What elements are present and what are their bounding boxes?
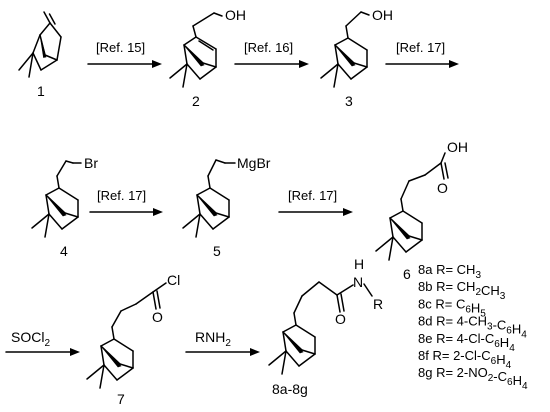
compound-7-carbonyl-oxygen: O <box>152 309 163 325</box>
compound-1-structure <box>18 11 62 78</box>
substituent-subscript: 6 <box>491 356 497 367</box>
reagent-step-7: RNH2 <box>195 329 231 349</box>
substituent-formula: H <box>500 335 509 350</box>
substituent-subscript: 4 <box>522 381 528 392</box>
substituent-subscript: 4 <box>506 360 512 371</box>
reagent-step-5: [Ref. 17] <box>288 188 337 203</box>
substituent-formula: H <box>513 373 522 388</box>
substituent-subscript: 4 <box>521 330 527 341</box>
substituent-prefix: R= <box>436 365 457 380</box>
substituent-row-8a: 8a R= CH3 <box>418 262 481 281</box>
compound-8-amide-hydrogen: H <box>354 256 364 272</box>
compound-6-carbonyl-oxygen: O <box>437 180 448 196</box>
arrow-step-7 <box>185 348 260 356</box>
compound-4-structure <box>31 160 82 238</box>
reagent-step-4: [Ref. 17] <box>97 188 146 203</box>
substituent-prefix: R= <box>435 296 456 311</box>
compound-4-bromine: Br <box>84 155 98 171</box>
compound-7-label: 7 <box>117 391 125 407</box>
substituent-prefix: R= <box>436 279 457 294</box>
arrow-step-2 <box>234 60 309 68</box>
substituent-id: 8c <box>418 296 435 311</box>
substituent-id: 8d <box>418 314 436 329</box>
substituent-prefix: R= <box>436 262 457 277</box>
substituent-formula: 2-NO <box>457 365 488 380</box>
compound-8-amide-nitrogen: N <box>353 274 363 290</box>
substituent-subscript: 2 <box>488 373 494 384</box>
substituent-prefix: R= <box>432 348 453 363</box>
compound-8-r-group: R <box>373 296 383 312</box>
substituent-prefix: R= <box>436 331 457 346</box>
substituent-row-8f: 8f R= 2-Cl-C6H4 <box>418 348 512 371</box>
compound-5-structure <box>182 159 236 238</box>
compound-4-label: 4 <box>60 243 68 259</box>
arrow-step-4 <box>89 208 163 216</box>
substituent-subscript: 4 <box>509 343 515 354</box>
substituent-id: 8e <box>418 331 436 346</box>
reagent-step-2: [Ref. 16] <box>244 40 293 55</box>
substituent-formula: CH <box>481 283 500 298</box>
arrow-step-5 <box>278 208 353 216</box>
substituent-row-8g: 8g R= 2-NO2-C6H4 <box>418 365 528 392</box>
compound-3-label: 3 <box>345 93 353 109</box>
substituent-id: 8b <box>418 279 436 294</box>
substituent-subscript: 3 <box>475 270 481 281</box>
compound-7-chlorine: Cl <box>167 272 180 288</box>
compound-6-structure <box>375 152 449 261</box>
substituent-formula: 4-CH <box>457 314 487 329</box>
compound-5-mgbr: MgBr <box>237 155 271 171</box>
arrow-step-3 <box>385 60 459 68</box>
compound-2-structure <box>169 12 223 88</box>
compound-2-hydroxyl: OH <box>225 7 246 23</box>
compound-8-structure <box>268 281 373 375</box>
compound-3-structure <box>320 11 370 88</box>
reagent-step-3: [Ref. 17] <box>396 40 445 55</box>
substituent-formula: CH <box>457 262 476 277</box>
substituent-formula: H <box>471 300 480 315</box>
compound-7-structure <box>86 282 167 389</box>
substituent-row-8c: 8c R= C6H5 <box>418 296 486 319</box>
substituent-row-8e: 8e R= 4-Cl-C6H4 <box>418 331 515 354</box>
substituent-subscript: 5 <box>480 308 486 319</box>
substituent-formula: 2-Cl-C <box>453 348 491 363</box>
substituent-id: 8g <box>418 365 436 380</box>
substituent-id: 8f <box>418 348 432 363</box>
substituent-formula: C <box>456 296 465 311</box>
substituent-formula: CH <box>457 279 476 294</box>
compound-8-carbonyl-oxygen: O <box>335 311 346 327</box>
substituent-subscript: 3 <box>500 291 506 302</box>
substituent-subscript: 6 <box>507 377 513 388</box>
compound-1-label: 1 <box>37 83 45 99</box>
substituent-prefix: R= <box>436 314 457 329</box>
compound-6-label: 6 <box>403 266 411 282</box>
substituent-subscript: 2 <box>475 287 481 298</box>
substituent-row-8d: 8d R= 4-CH3-C6H4 <box>418 314 527 341</box>
substituent-formula: 4-Cl-C <box>457 331 495 346</box>
compound-5-label: 5 <box>213 243 221 259</box>
compound-6-hydroxyl: OH <box>447 139 468 155</box>
substituent-formula: -C <box>493 369 507 384</box>
arrow-step-1 <box>87 60 162 68</box>
compound-3-hydroxyl: OH <box>372 7 393 23</box>
compound-2-label: 2 <box>192 93 200 109</box>
reagent-step-6: SOCl2 <box>11 329 50 349</box>
substituent-subscript: 3 <box>487 322 493 333</box>
reagent-step-1: [Ref. 15] <box>96 40 145 55</box>
arrow-step-6 <box>5 348 80 356</box>
substituent-row-8b: 8b R= CH2CH3 <box>418 279 506 302</box>
substituent-formula: H <box>496 352 505 367</box>
substituent-id: 8a <box>418 262 436 277</box>
substituent-subscript: 6 <box>494 339 500 350</box>
compound-8-label: 8a-8g <box>272 381 308 397</box>
substituent-subscript: 6 <box>506 326 512 337</box>
substituent-formula: -C <box>493 318 507 333</box>
substituent-subscript: 6 <box>465 304 471 315</box>
substituent-formula: H <box>512 322 521 337</box>
